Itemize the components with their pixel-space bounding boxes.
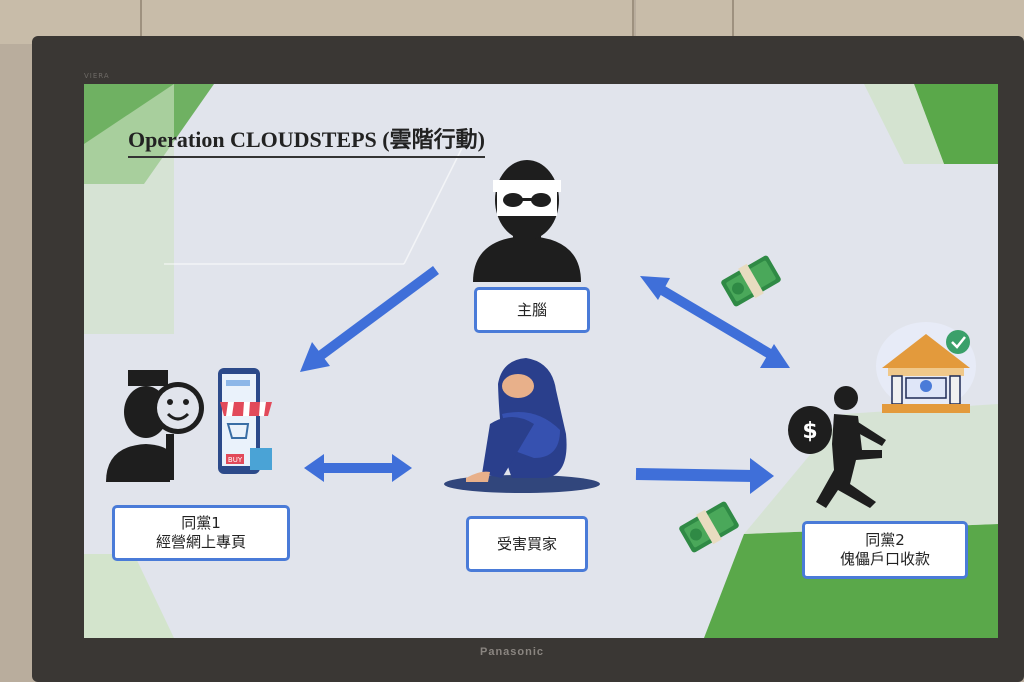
tv-brand-logo: Panasonic bbox=[479, 646, 545, 658]
arrow-accomplice1-victim bbox=[304, 454, 412, 482]
arrow-mastermind-to-accomplice1 bbox=[300, 265, 439, 372]
bank-icon bbox=[876, 322, 976, 413]
victim-label: 受害買家 bbox=[466, 516, 588, 572]
accomplice1-label-line1: 同黨1 bbox=[181, 514, 221, 532]
victim-label-text: 受害買家 bbox=[496, 534, 557, 553]
accomplice2-label-line1: 同黨2 bbox=[865, 531, 905, 549]
arrow-mastermind-accomplice2 bbox=[640, 276, 790, 368]
crying-person-icon bbox=[444, 358, 600, 493]
cash-icon-bottom bbox=[679, 501, 739, 553]
mastermind-label: 主腦 bbox=[474, 287, 590, 333]
tv-brand-top: VIERA bbox=[84, 72, 110, 80]
person-with-smiley-icon bbox=[106, 370, 204, 482]
accomplice2-label-line2: 傀儡戶口收款 bbox=[839, 550, 930, 568]
running-thief-with-money-bag-icon: $ bbox=[788, 386, 886, 508]
arrow-victim-to-accomplice2 bbox=[635, 458, 774, 494]
masked-thief-icon bbox=[473, 160, 581, 282]
flow-arrows bbox=[300, 265, 790, 494]
svg-text:$: $ bbox=[802, 419, 817, 444]
presentation-screen: Operation CLOUDSTEPS (雲階行動) 主腦 BUY bbox=[84, 84, 998, 638]
mobile-shop-icon: BUY bbox=[218, 368, 272, 474]
slide-title: Operation CLOUDSTEPS (雲階行動) bbox=[128, 122, 485, 158]
cash-icon-top bbox=[721, 255, 781, 307]
buy-button-text: BUY bbox=[228, 456, 243, 464]
accomplice2-label: 同黨2 傀儡戶口收款 bbox=[802, 521, 968, 579]
accomplice1-label-line2: 經營網上專頁 bbox=[155, 533, 246, 551]
mastermind-label-text: 主腦 bbox=[516, 300, 547, 319]
accomplice1-label: 同黨1 經營網上專頁 bbox=[112, 505, 290, 561]
background-decoration bbox=[84, 84, 998, 638]
